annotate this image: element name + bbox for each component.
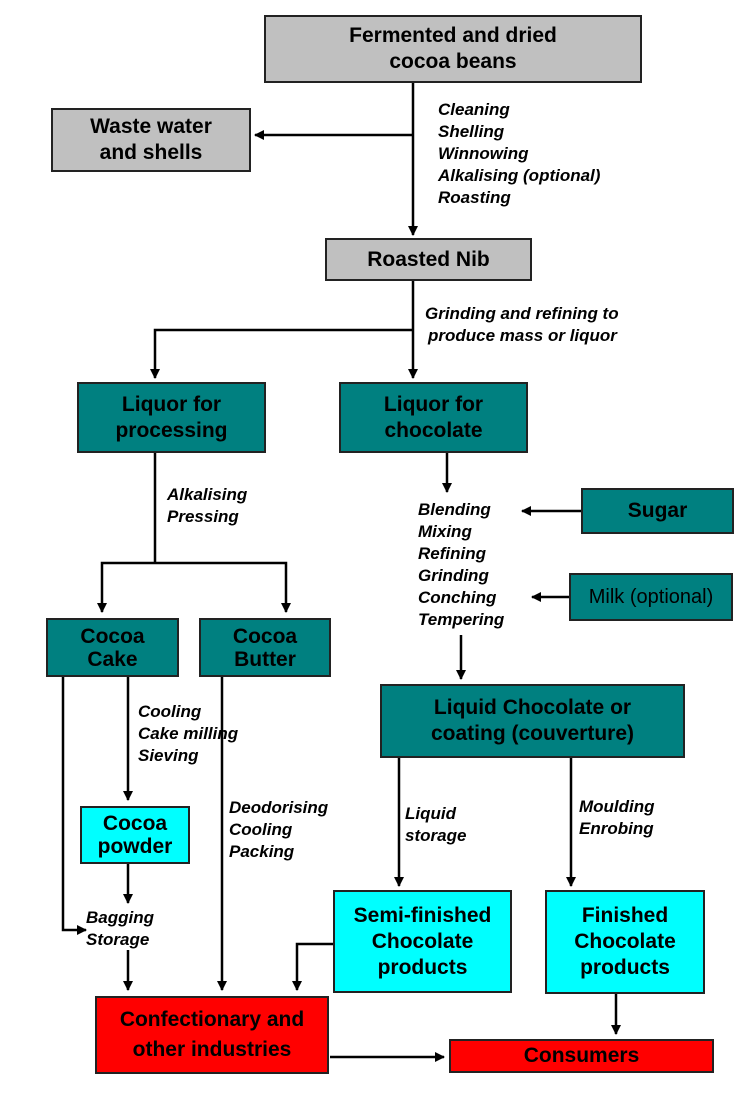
node-liquor-chocolate: Liquor for chocolate <box>339 382 528 453</box>
arrow-to-cocoa-butter <box>155 561 291 613</box>
node-label-line: Confectionary and <box>119 1008 305 1031</box>
annotation-line: Deodorising <box>229 798 329 817</box>
node-label-line: Roasted Nib <box>367 247 490 271</box>
annotation-line: Storage <box>86 930 150 949</box>
node-label-line: Chocolate <box>574 930 676 953</box>
annotation-liquid-storage: Liquid storage <box>405 803 466 847</box>
node-roasted-nib: Roasted Nib <box>325 238 532 281</box>
node-label-line: Chocolate <box>371 929 474 953</box>
annotation-moulding: Moulding Enrobing <box>579 796 655 840</box>
node-label-line: other industries <box>132 1038 292 1061</box>
annotation-butter-processing: Deodorising Cooling Packing <box>229 797 328 863</box>
node-liquid-chocolate: Liquid Chocolate or coating (couverture) <box>380 684 685 758</box>
arrow-cake-to-bagging <box>61 677 87 935</box>
node-liquor-processing: Liquor for processing <box>77 382 266 453</box>
annotation-line: storage <box>405 826 467 845</box>
arrow-nib-to-processing-liquor <box>150 328 413 379</box>
annotation-line: Blending <box>418 500 491 519</box>
node-label-line: Semi-finished <box>353 903 492 927</box>
annotation-bagging: Bagging Storage <box>86 907 154 951</box>
annotation-line: Cooling <box>229 820 293 839</box>
node-label-line: processing <box>115 418 228 442</box>
node-label-line: Liquor for <box>383 392 484 416</box>
annotation-line: Alkalising <box>167 485 248 504</box>
arrow-semi-to-confectionary <box>292 942 333 991</box>
node-cocoa-butter: Cocoa Butter <box>199 618 331 677</box>
annotation-line: Alkalising (optional) <box>438 166 601 185</box>
node-consumers: Consumers <box>449 1039 714 1073</box>
node-label-line: coating (couverture) <box>430 722 635 745</box>
node-label-line: Finished <box>581 904 669 927</box>
node-fermented-beans: Fermented and dried cocoa beans <box>264 15 642 83</box>
node-label-line: Liquor for <box>121 392 222 416</box>
annotation-line: Sieving <box>138 746 199 765</box>
node-label-line: products <box>580 956 670 979</box>
annotation-line: Bagging <box>86 908 154 927</box>
annotation-line: Pressing <box>167 507 239 526</box>
annotation-line: Cake milling <box>138 724 239 743</box>
annotation-line: Refining <box>418 544 486 563</box>
annotation-line: produce mass or liquor <box>428 326 617 345</box>
node-label-line: powder <box>97 835 173 858</box>
node-label-line: products <box>377 955 468 979</box>
node-label-line: chocolate <box>384 418 483 442</box>
annotation-line: Conching <box>418 588 497 607</box>
node-label-line: Consumers <box>523 1044 640 1067</box>
node-label-line: Butter <box>234 647 296 671</box>
annotation-cake-processing: Cooling Cake milling Sieving <box>138 701 238 767</box>
node-label-line: Fermented and dried <box>349 24 557 47</box>
node-label-line: Cocoa <box>232 624 298 648</box>
annotation-line: Tempering <box>418 610 505 629</box>
annotation-line: Packing <box>229 842 295 861</box>
node-waste-water: Waste water and shells <box>51 108 251 172</box>
annotation-line: Cooling <box>138 702 202 721</box>
annotation-line: Mixing <box>418 522 472 541</box>
annotation-line: Moulding <box>579 797 655 816</box>
node-sugar: Sugar <box>581 488 734 534</box>
node-label-line: Milk (optional) <box>588 586 714 608</box>
arrow-to-cocoa-cake <box>97 561 155 613</box>
node-label-line: cocoa beans <box>389 50 517 73</box>
annotation-bean-processing: Cleaning Shelling Winnowing Alkalising (… <box>438 99 600 209</box>
annotation-line: Grinding <box>418 566 489 585</box>
node-label-line: Cake <box>87 647 138 671</box>
annotation-line: Cleaning <box>438 100 510 119</box>
node-label-line: Cocoa <box>80 624 145 648</box>
annotation-line: Shelling <box>438 122 505 141</box>
annotation-alkalising-pressing: Alkalising Pressing <box>167 484 247 528</box>
annotation-grinding: Grinding and refining to produce mass or… <box>425 303 619 347</box>
annotation-line: Liquid <box>405 804 456 823</box>
annotation-line: Winnowing <box>438 144 529 163</box>
node-finished: Finished Chocolate products <box>545 890 705 994</box>
node-label-line: Liquid Chocolate or <box>433 696 632 719</box>
node-milk: Milk (optional) <box>569 573 733 621</box>
node-confectionary: Confectionary and other industries <box>95 996 329 1074</box>
annotation-chocolate-making: Blending Mixing Refining Grinding Conchi… <box>418 499 504 631</box>
node-label-line: Cocoa <box>102 812 168 835</box>
node-cocoa-cake: Cocoa Cake <box>46 618 179 677</box>
annotation-line: Roasting <box>438 188 511 207</box>
annotation-line: Grinding and refining to <box>425 304 619 323</box>
node-label-line: and shells <box>99 141 203 164</box>
node-cocoa-powder: Cocoa powder <box>80 806 190 864</box>
annotation-line: Enrobing <box>579 819 654 838</box>
node-label-line: Waste water <box>90 115 212 138</box>
node-semi-finished: Semi-finished Chocolate products <box>333 890 512 993</box>
node-label-line: Sugar <box>627 499 688 522</box>
